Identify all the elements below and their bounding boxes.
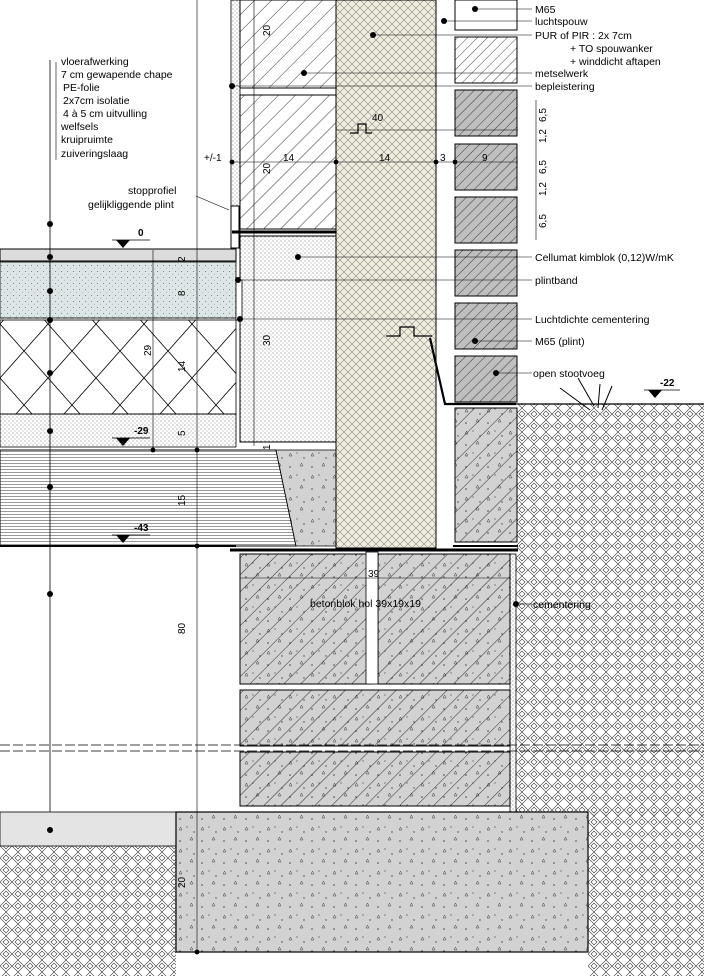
label-m65: M65 bbox=[535, 4, 556, 16]
label-stop-profile: stopprofiel bbox=[128, 185, 176, 197]
left-legend: vloerafwerking 7 cm gewapende chape PE-f… bbox=[60, 56, 173, 160]
legend-screed: 7 cm gewapende chape bbox=[61, 69, 173, 81]
legend-floor-finish: vloerafwerking bbox=[61, 56, 129, 68]
legend-crawlspace: kruipruimte bbox=[61, 134, 113, 146]
dimensions: 20 20 40 14 14 3 9 6,5 1,2 6,5 1,2 6,5 2… bbox=[143, 24, 549, 888]
dim-8: 8 bbox=[177, 290, 188, 296]
dim-2: 2 bbox=[177, 256, 188, 262]
dim-30: 30 bbox=[262, 334, 273, 346]
dim-20-top: 20 bbox=[262, 24, 273, 36]
dim-20-mid: 20 bbox=[262, 162, 273, 174]
right-legend: M65 luchtspouw PUR of PIR : 2x 7cm + TO … bbox=[310, 4, 674, 611]
level-plusminus1: +/-1 bbox=[204, 153, 222, 164]
legend-levelling: 4 à 5 cm uitvulling bbox=[63, 108, 147, 120]
dim-40: 40 bbox=[372, 113, 384, 124]
dim-6-5-b: 6,5 bbox=[538, 160, 549, 174]
level-minus22: -22 bbox=[660, 378, 675, 389]
dim-80: 80 bbox=[177, 622, 188, 634]
label-cellumat: Cellumat kimblok (0,12)W/mK bbox=[535, 252, 674, 264]
label-pur-note2: + winddicht aftapen bbox=[570, 56, 661, 68]
dim-20-bottom: 20 bbox=[177, 876, 188, 888]
dim-9: 9 bbox=[482, 153, 488, 164]
dim-39: 39 bbox=[368, 569, 380, 580]
label-pur-note1: + TO spouwanker bbox=[570, 43, 653, 55]
label-cavity: luchtspouw bbox=[535, 16, 588, 28]
dim-29: 29 bbox=[143, 344, 154, 356]
label-cementing: cementering bbox=[533, 599, 591, 611]
legend-slab: welfsels bbox=[60, 121, 98, 133]
dim-14b: 14 bbox=[379, 153, 391, 164]
label-airtight: Luchtdichte cementering bbox=[535, 314, 650, 326]
level-marks: 0 -29 -43 -22 +/-1 bbox=[134, 153, 675, 534]
dim-3: 3 bbox=[440, 153, 446, 164]
level-zero: 0 bbox=[138, 228, 144, 239]
label-plaster: bepleistering bbox=[535, 81, 595, 93]
legend-blinding: zuiveringslaag bbox=[61, 148, 128, 160]
dim-15: 15 bbox=[177, 494, 188, 506]
label-masonry: metselwerk bbox=[535, 68, 589, 80]
legend-insulation: 2x7cm isolatie bbox=[63, 95, 130, 107]
dim-14c: 14 bbox=[177, 360, 188, 372]
label-plint-band: plintband bbox=[535, 275, 578, 287]
label-open-joint: open stootvoeg bbox=[533, 368, 605, 380]
level-minus43: -43 bbox=[134, 523, 149, 534]
dim-1: 1 bbox=[262, 444, 273, 450]
dim-1-2-b: 1,2 bbox=[538, 182, 549, 196]
label-block: betonblok hol 39x19x19 bbox=[310, 598, 421, 610]
label-flush-plinth: gelijkliggende plint bbox=[88, 199, 174, 211]
label-m65-plint: M65 (plint) bbox=[535, 336, 585, 348]
dim-5: 5 bbox=[177, 430, 188, 436]
legend-pe-foil: PE-folie bbox=[63, 82, 100, 94]
dim-1-2-a: 1,2 bbox=[538, 129, 549, 143]
dim-6-5-c: 6,5 bbox=[538, 214, 549, 228]
dim-14a: 14 bbox=[283, 153, 295, 164]
dim-6-5-a: 6,5 bbox=[538, 108, 549, 122]
level-minus29: -29 bbox=[134, 426, 149, 437]
label-pur: PUR of PIR : 2x 7cm bbox=[535, 30, 632, 42]
